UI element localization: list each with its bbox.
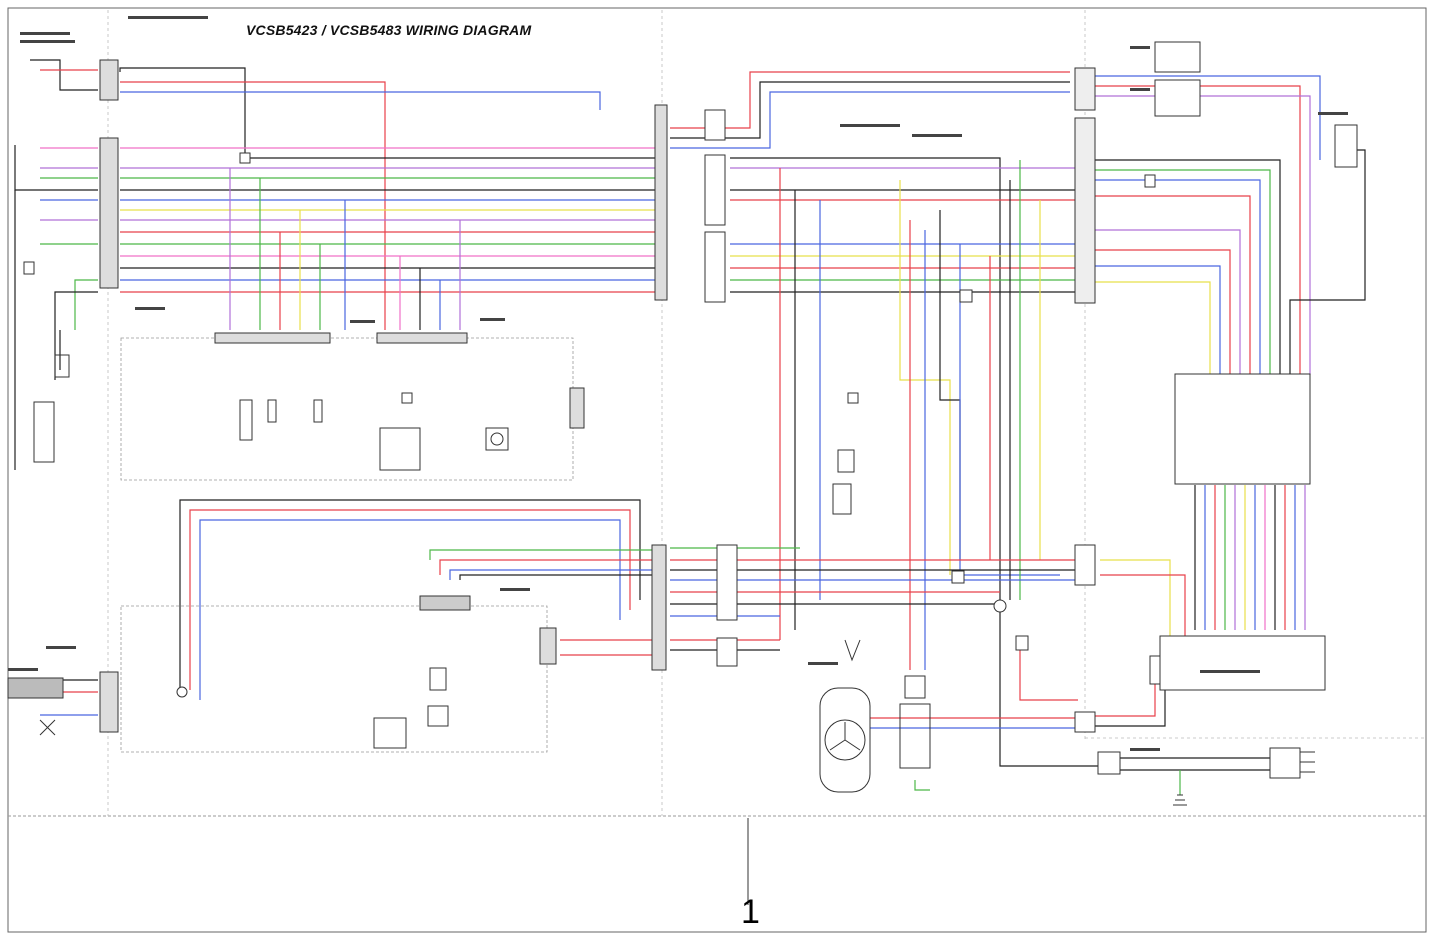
- page-number: 1: [741, 893, 760, 931]
- components: [7, 354, 1315, 806]
- diagram-title: VCSB5423 / VCSB5483 WIRING DIAGRAM: [246, 22, 532, 38]
- compartment-boxes: [120, 337, 574, 753]
- control-boards: [1159, 373, 1326, 691]
- wire-drops-middle: [779, 160, 1060, 670]
- wire-left-column: [14, 59, 98, 716]
- junctions: [23, 152, 1156, 698]
- wire-bundle-right-top: [670, 71, 1366, 600]
- display-cable: [1194, 485, 1306, 630]
- connectors: [99, 41, 1358, 775]
- fine-print-labels: [8, 16, 1348, 751]
- wire-bundle-top: [119, 67, 655, 330]
